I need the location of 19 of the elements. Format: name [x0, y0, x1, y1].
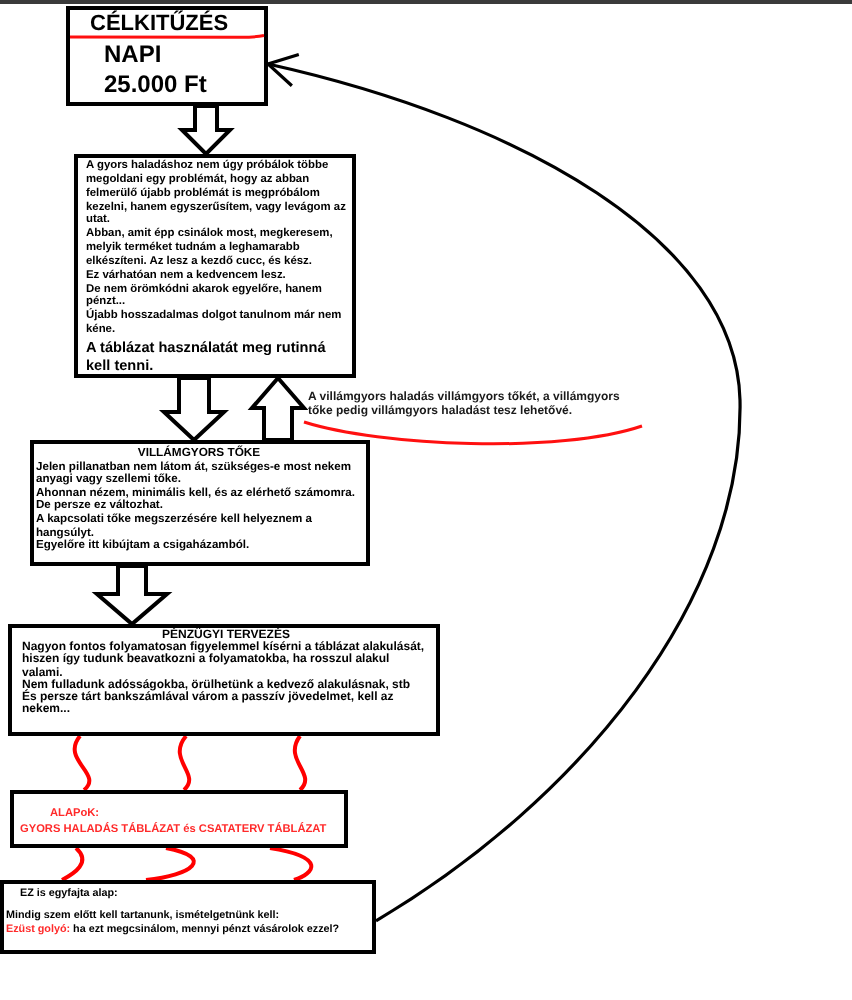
section-box: [30, 440, 370, 566]
curved-arrow: [266, 53, 742, 923]
note-box: [74, 154, 356, 378]
wavy-line: [145, 846, 196, 882]
section-box: [10, 790, 348, 848]
wavy-line: [269, 846, 314, 882]
wavy-line: [72, 734, 92, 792]
note-box: [0, 880, 376, 954]
heading-text: CÉLKITŰZÉS: [90, 14, 231, 35]
block-arrow: [177, 104, 235, 157]
wavy-line: [292, 735, 308, 792]
block-arrow: [247, 374, 309, 442]
block-arrow: [91, 564, 173, 627]
goal-box: [66, 6, 268, 106]
block-arrow: [158, 376, 230, 443]
amount-text: NAPI 25.000 Ft: [104, 40, 209, 100]
section-box: [8, 624, 440, 736]
wavy-line: [177, 734, 192, 792]
wavy-line: [61, 846, 85, 882]
